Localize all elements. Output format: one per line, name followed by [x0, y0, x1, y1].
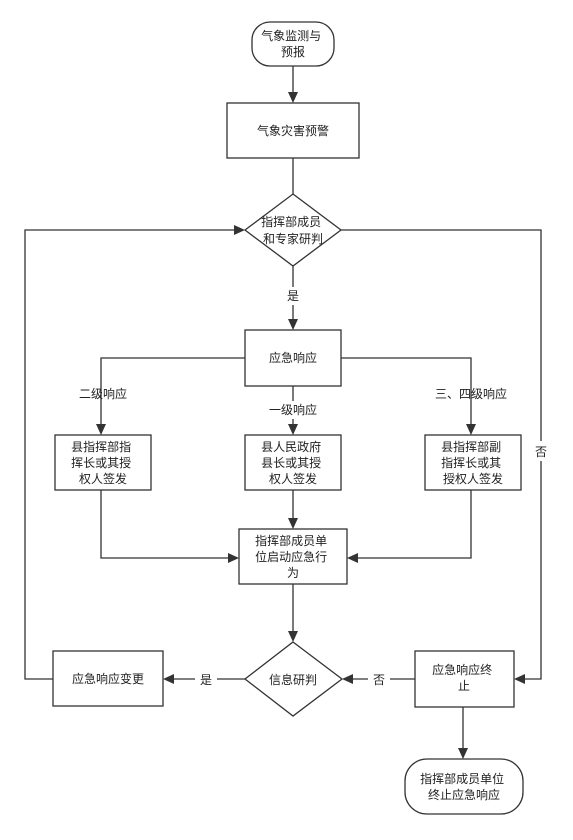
arrowhead	[288, 631, 298, 642]
node-label: 县指挥部副 指挥长或其 授权人签发	[441, 439, 505, 486]
node-response-change: 应急响应变更	[52, 650, 164, 707]
arrowhead	[458, 748, 468, 759]
arrowhead	[234, 225, 245, 235]
arrowhead	[347, 553, 358, 563]
arrowhead	[466, 424, 476, 435]
node-label: 应急响应终 止	[432, 662, 496, 693]
node-label: 县人民政府 县长或其授 权人签发	[261, 439, 325, 486]
arrowhead	[288, 92, 298, 103]
edge-label-level2: 二级响应	[79, 386, 127, 401]
edge-response-to-level34	[341, 357, 472, 425]
edge-change-to-judge	[24, 229, 235, 680]
arrowhead	[96, 424, 106, 435]
arrowhead	[228, 553, 239, 563]
node-label: 指挥部成员 和专家研判	[261, 214, 325, 246]
edge-level34-to-members	[357, 490, 472, 559]
edge-response-to-level2	[100, 357, 245, 425]
arrowhead	[514, 674, 525, 684]
node-start: 气象监测与 预报	[251, 21, 335, 67]
edge-label-no-info: 否	[373, 673, 385, 687]
node-label: 县指挥部指 挥长或其授 权人签发	[71, 439, 135, 486]
node-end: 指挥部成员单位 终止应急响应	[404, 758, 524, 815]
node-level1-issuer: 县人民政府 县长或其授 权人签发	[244, 434, 342, 491]
edge-labels: 是 二级响应 一级响应 三、四级响应 否 是 否	[79, 287, 550, 688]
node-emergency-response: 应急响应	[244, 329, 342, 387]
edge-label-yes-info: 是	[200, 673, 212, 687]
node-members-start-action: 指挥部成员单 位启动应急行 为	[238, 528, 348, 585]
node-label: 信息研判	[269, 672, 317, 687]
arrowhead	[288, 424, 298, 435]
arrowhead	[342, 674, 353, 684]
edge-label-yes-judge: 是	[287, 289, 299, 303]
edge-label-level1: 一级响应	[269, 402, 317, 417]
node-label: 气象灾害预警	[257, 123, 329, 138]
node-level2-issuer: 县指挥部指 挥长或其授 权人签发	[54, 434, 152, 491]
node-label: 气象监测与 预报	[261, 28, 325, 59]
node-label: 指挥部成员单位 终止应急响应	[420, 771, 508, 802]
arrowhead	[288, 319, 298, 330]
node-weather-warning: 气象灾害预警	[226, 102, 360, 159]
node-label: 应急响应变更	[72, 671, 144, 686]
edge-label-level34: 三、四级响应	[435, 386, 507, 401]
arrowhead	[288, 518, 298, 529]
arrowhead	[163, 674, 174, 684]
node-response-termination: 应急响应终 止	[414, 650, 515, 708]
node-info-judgment: 信息研判	[243, 641, 344, 717]
node-expert-judgment: 指挥部成员 和专家研判	[243, 193, 343, 267]
edge-level2-to-members	[100, 490, 229, 559]
edge-label-no-judge: 否	[535, 445, 547, 459]
node-label: 指挥部成员单 位启动应急行 为	[255, 533, 331, 580]
node-label: 应急响应	[269, 350, 317, 365]
node-level34-issuer: 县指挥部副 指挥长或其 授权人签发	[424, 434, 522, 491]
